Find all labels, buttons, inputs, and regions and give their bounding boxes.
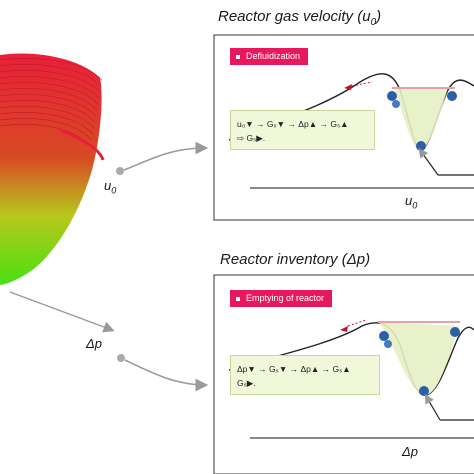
title-reactor-inventory: Reactor inventory (Δp) <box>220 251 371 268</box>
connector-arrows <box>9 141 209 392</box>
label-dp: Δp <box>86 336 102 351</box>
formula-gas-velocity: u₀▼ → Gₛ▼ → Δp▲ → Gₛ▲ ⇨ Gₛ▶. <box>230 110 375 150</box>
axis-label-dp: Δp <box>402 444 418 459</box>
formula-reactor-inventory: Δp▼ → Gₛ▼ → Δp▲ → Gₛ▲ Gₛ▶. <box>230 355 380 395</box>
potential-surface <box>0 53 105 285</box>
axis-label-u0: u0 <box>405 193 418 211</box>
emptying-tag: Emptying of reactor <box>230 290 333 307</box>
defluidization-tag: Defluidization <box>230 48 309 65</box>
title-gas-velocity: Reactor gas velocity (u0) <box>218 8 382 28</box>
label-u0: u0 <box>104 178 117 196</box>
